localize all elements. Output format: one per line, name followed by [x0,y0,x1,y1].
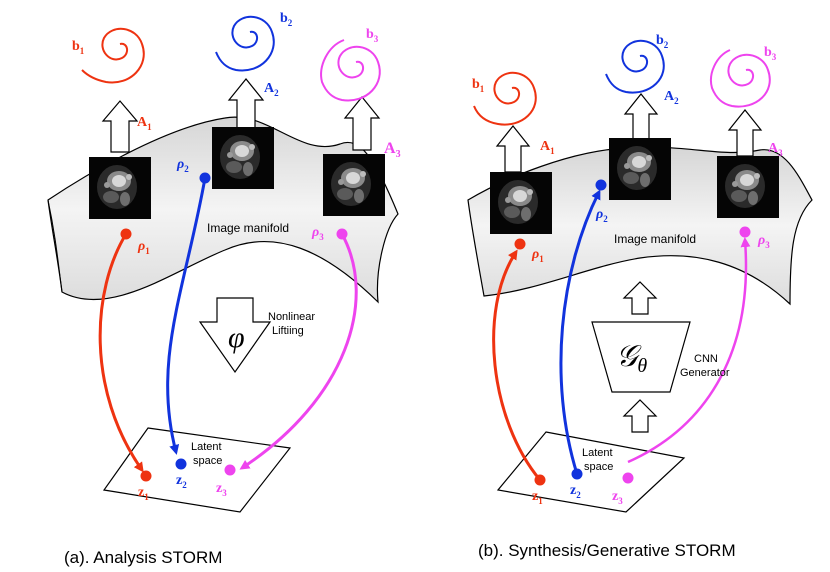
mapping-curve-1 [98,233,144,473]
spiral-1 [81,28,145,84]
mapping-curve-2 [166,177,207,455]
A3-label: A3 [384,140,401,160]
manifold-label-b: Image manifold [614,232,696,246]
rho2-dot-b [595,179,607,191]
rho1-dot [120,228,132,240]
lifting-label-2: Liftiing [272,325,304,337]
panel-analysis: Image manifold φ Nonlinear Liftiing Late… [47,11,401,567]
z2-dot [175,458,187,470]
z2-dot-b [571,468,583,480]
up-arrow-1 [101,100,139,153]
generator-up-arrow-bottom [622,399,658,433]
rho2-dot [199,172,211,184]
z2-label: z2 [176,473,187,490]
latent-space-plane-b [496,431,686,513]
A1-label-b: A1 [540,139,555,156]
mri-image-b1 [490,172,552,234]
rho3-dot-b [739,226,751,238]
spiral-b3 [710,49,771,108]
generator-trapezoid [591,321,691,393]
rho1-label: ρ1 [137,239,150,256]
rho2-label-b: ρ2 [595,207,608,224]
latent-label-1: Latent [191,441,222,453]
z1-label-b: z1 [532,489,543,506]
b2-label-b: b2 [656,33,669,50]
rho2-label: ρ2 [176,157,189,174]
up-arrow-b1 [495,125,531,173]
mapping-curve-b2 [559,189,601,475]
spiral-b1 [473,72,537,126]
z3-dot [224,464,236,476]
z1-label: z1 [138,485,149,502]
mri-image-1 [89,157,151,219]
A1-label: A1 [137,115,152,132]
b3-label: b3 [366,27,379,44]
caption-b: (b). Synthesis/Generative STORM [478,541,736,560]
up-arrow-2 [227,78,265,129]
mri-image-3 [323,154,385,216]
spiral-3 [320,39,381,102]
A2-label: A2 [264,81,279,98]
latent-space-plane [102,427,292,513]
rho1-label-b: ρ1 [531,247,544,264]
mri-image-b3 [717,156,779,218]
b1-label-b: b1 [472,77,485,94]
spiral-2 [215,16,275,72]
latent-label-b1: Latent [582,447,613,459]
latent-label-b2: space [584,461,613,473]
caption-a: (a). Analysis STORM [64,548,222,567]
up-arrow-b3 [727,109,763,157]
b2-label: b2 [280,11,293,28]
mri-image-b2 [609,138,671,200]
z2-label-b: z2 [570,483,581,500]
phi-symbol: φ [228,321,245,354]
b1-label: b1 [72,39,85,56]
lifting-arrow [198,297,272,374]
up-arrow-b2 [623,93,659,141]
rho3-label-b: ρ3 [757,233,770,250]
mri-image-2 [212,127,274,189]
rho3-label: ρ3 [311,225,324,242]
z3-label: z3 [216,481,227,498]
z3-label-b: z3 [612,489,623,506]
manifold-label: Image manifold [207,221,289,235]
mapping-curve-3 [239,233,358,470]
z1-dot-b [534,474,546,486]
generator-label-2: Generator [680,367,730,379]
rho1-dot-b [514,238,526,250]
latent-label-2: space [193,455,222,467]
lifting-label-1: Nonlinear [268,311,315,323]
A3-label-b: A3 [768,141,783,158]
mapping-curve-b3 [627,237,751,464]
z1-dot [140,470,152,482]
panel-synthesis: Image manifold 𝒢θ CNN Generator Latent s… [467,33,813,560]
A2-label-b: A2 [664,89,679,106]
mapping-curve-b1 [492,249,542,481]
up-arrow-3 [343,96,381,151]
generator-up-arrow-top [622,281,658,315]
z3-dot-b [622,472,634,484]
b3-label-b: b3 [764,45,777,62]
rho3-dot [336,228,348,240]
generator-label-1: CNN [694,353,718,365]
spiral-b2 [605,40,665,94]
